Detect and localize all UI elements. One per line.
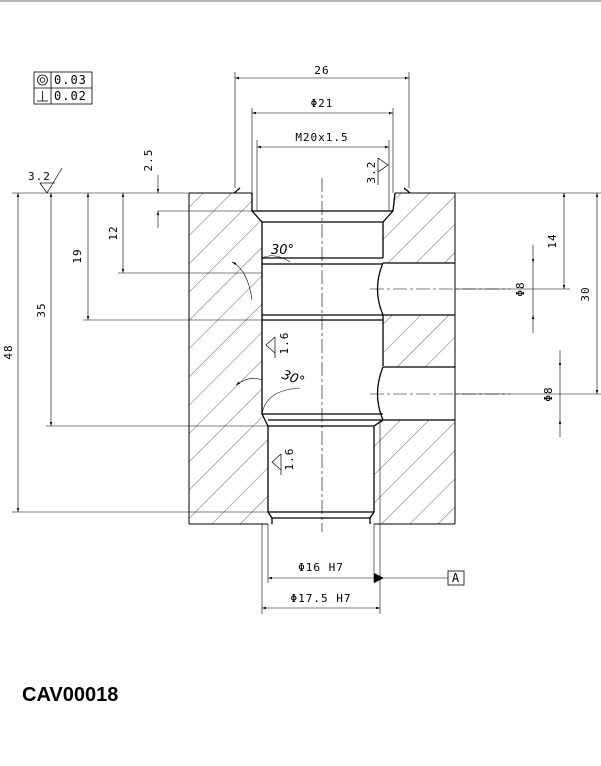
dim-26: 26 — [314, 64, 329, 77]
section-hatching — [189, 193, 455, 524]
dim-35: 35 — [35, 302, 48, 317]
roughness-thread-icon — [377, 157, 389, 185]
dim-2-5-lines — [156, 175, 252, 228]
dim-12: 12 — [107, 225, 120, 240]
perpendicularity-icon — [37, 91, 48, 102]
dim-phi17-5-h7: Φ17.5 H7 — [291, 592, 352, 605]
tolerance-perpendicularity-value: 0.02 — [54, 89, 87, 103]
tolerance-concentricity-value: 0.03 — [54, 73, 87, 87]
datum-arrow-icon — [374, 573, 384, 583]
angle-lower: 30° — [280, 368, 307, 390]
dim-phi21: Φ21 — [311, 97, 334, 110]
dim-14: 14 — [546, 233, 559, 248]
drawing-code: CAV00018 — [22, 684, 119, 706]
roughness-bore-lower-icon — [271, 453, 282, 475]
angle-arcs — [231, 255, 301, 415]
bottom-dimensions — [261, 420, 448, 614]
dim-phi16-h7: Φ16 H7 — [298, 561, 344, 574]
bore-profile — [233, 187, 411, 524]
angle-upper: 30° — [271, 243, 294, 258]
roughness-bore-lower: 1.6 — [283, 448, 296, 471]
dim-phi8-upper: Φ8 — [514, 281, 527, 296]
concentricity-icon — [37, 74, 48, 86]
roughness-bore-upper: 1.6 — [278, 332, 291, 355]
block-outline — [188, 192, 456, 525]
dim-19: 19 — [71, 248, 84, 263]
top-dimensions — [234, 72, 410, 211]
dim-thread-m20: M20x1.5 — [295, 131, 348, 144]
datum-label: A — [452, 571, 460, 585]
roughness-top: 3.2 — [28, 170, 51, 183]
right-dimensions — [455, 192, 601, 437]
tolerance-frame: 0.03 0.02 — [33, 71, 93, 105]
dim-30: 30 — [579, 286, 592, 301]
roughness-top-icon — [39, 167, 63, 194]
roughness-thread: 3.2 — [365, 161, 378, 184]
dim-48: 48 — [2, 344, 15, 359]
dim-phi8-lower: Φ8 — [542, 386, 555, 401]
datum-box — [447, 570, 465, 586]
dim-2-5: 2.5 — [142, 149, 155, 172]
roughness-bore-upper-icon — [265, 336, 276, 358]
left-dimensions — [12, 192, 268, 513]
side-holes — [376, 262, 455, 421]
